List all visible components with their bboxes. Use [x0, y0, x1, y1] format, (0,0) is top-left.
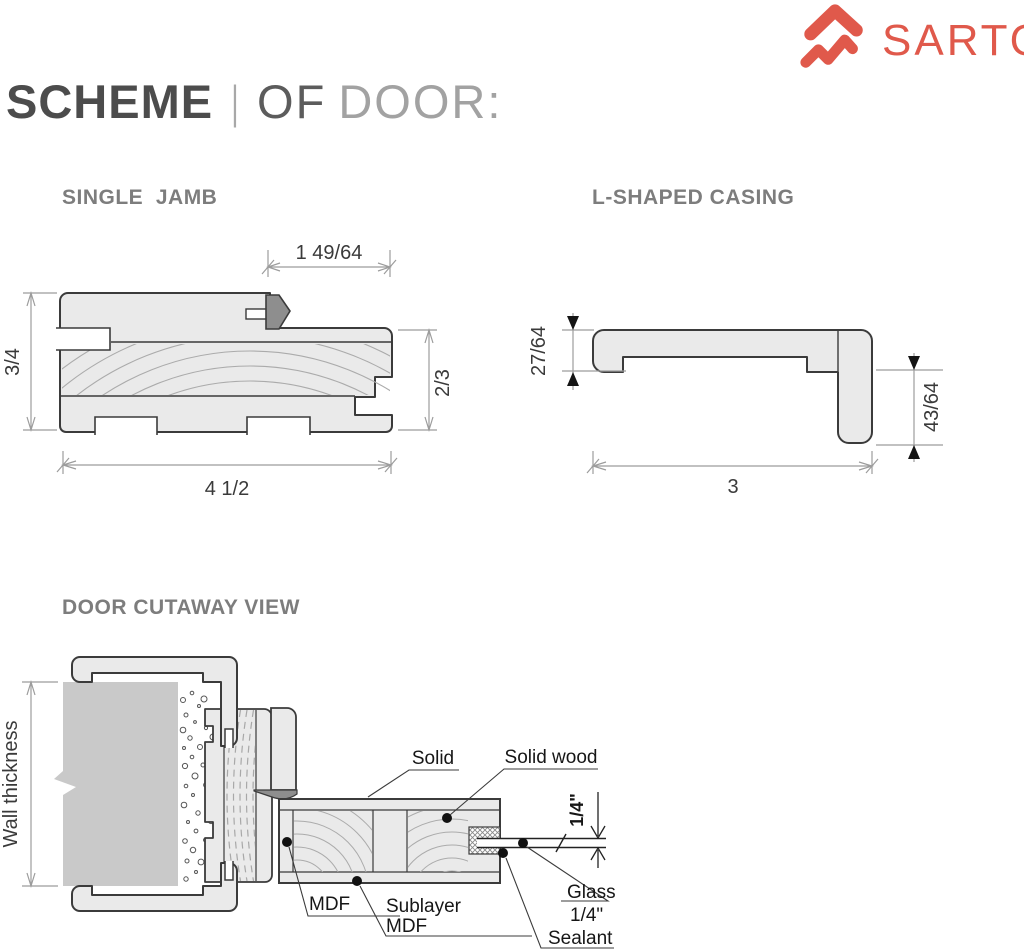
- l-casing-drawing: 27/64 43/64 3: [528, 313, 943, 498]
- label-solid-wood: Solid wood: [505, 747, 598, 768]
- jamb-wood-grain: [62, 344, 390, 395]
- jamb-dim-right: 2/3: [432, 369, 454, 397]
- cutaway-drawing: Wall thickness 1/4" Solid Solid w: [0, 656, 616, 949]
- cutaway-casing-bottom: [71, 861, 238, 912]
- door-solidwood-grain: [408, 811, 468, 872]
- l-casing-arrowheads: [567, 316, 920, 459]
- glass-strip: [477, 839, 606, 847]
- wall-thickness-dimension: [22, 679, 58, 889]
- logo-chevron: [804, 4, 863, 41]
- door-seal: [253, 789, 298, 800]
- dot-solid-wood: [442, 813, 452, 823]
- cutaway-casing-top: [71, 656, 238, 748]
- label-sublayer-1: Sublayer: [386, 896, 462, 917]
- title-primary: SCHEME: [6, 75, 214, 128]
- glass-dim-text: 1/4": [567, 793, 587, 827]
- jamb-dim-bottom: 4 1/2: [205, 478, 249, 500]
- label-solid: Solid: [412, 748, 454, 769]
- dot-glass: [518, 838, 528, 848]
- cutaway-jamb: [204, 708, 273, 883]
- dot-sealant: [498, 848, 508, 858]
- label-sublayer-2: MDF: [386, 916, 427, 937]
- page-title: SCHEME | OF DOOR:: [6, 74, 502, 129]
- title-separator: |: [231, 75, 239, 128]
- glass-dimension: [590, 792, 606, 868]
- casing-dim-left: 27/64: [528, 326, 550, 376]
- heading-door-cutaway-view: DOOR CUTAWAY VIEW: [62, 596, 300, 619]
- jamb-notches: [55, 327, 311, 435]
- wall-shape: [54, 682, 178, 886]
- logo-wave: [800, 34, 858, 68]
- jamb-dim-top: 1 49/64: [296, 242, 363, 264]
- single-jamb-drawing: 1 49/64 3/4 2/3 4 1/2: [2, 242, 454, 500]
- door-stop: [270, 707, 297, 791]
- door-mdf-grain: [294, 811, 372, 872]
- casing-dim-right: 43/64: [921, 382, 943, 432]
- label-sealant: Sealant: [548, 928, 613, 949]
- label-glass-1: Glass: [567, 882, 616, 903]
- jamb-profile: [59, 292, 393, 433]
- brand-name: SARTO: [882, 16, 1024, 65]
- jamb-seal: [245, 294, 291, 330]
- heading-l-shaped-casing: L-SHAPED CASING: [592, 186, 795, 209]
- casing-dim-bottom: 3: [727, 476, 738, 498]
- wall-thickness-label: Wall thickness: [0, 720, 22, 847]
- glass-break-mark: [555, 833, 567, 853]
- l-casing-profile: [592, 329, 873, 444]
- callout-dots: [282, 813, 528, 886]
- brand-logo-icon: [800, 4, 863, 68]
- dot-sublayer: [352, 876, 362, 886]
- jamb-dimensions: [23, 250, 437, 474]
- label-glass-2: 1/4": [570, 905, 603, 926]
- door-panel: [278, 798, 606, 884]
- title-secondary-dark: OF: [257, 75, 327, 128]
- callout-leaders: [288, 768, 614, 949]
- cutaway-jamb-grain: [226, 710, 255, 881]
- label-mdf: MDF: [309, 894, 350, 915]
- dot-mdf: [282, 837, 292, 847]
- jamb-dim-left: 3/4: [2, 348, 24, 376]
- title-secondary-light: DOOR:: [338, 75, 503, 128]
- heading-single-jamb: SINGLE JAMB: [62, 186, 218, 209]
- l-casing-dimensions: [562, 313, 943, 474]
